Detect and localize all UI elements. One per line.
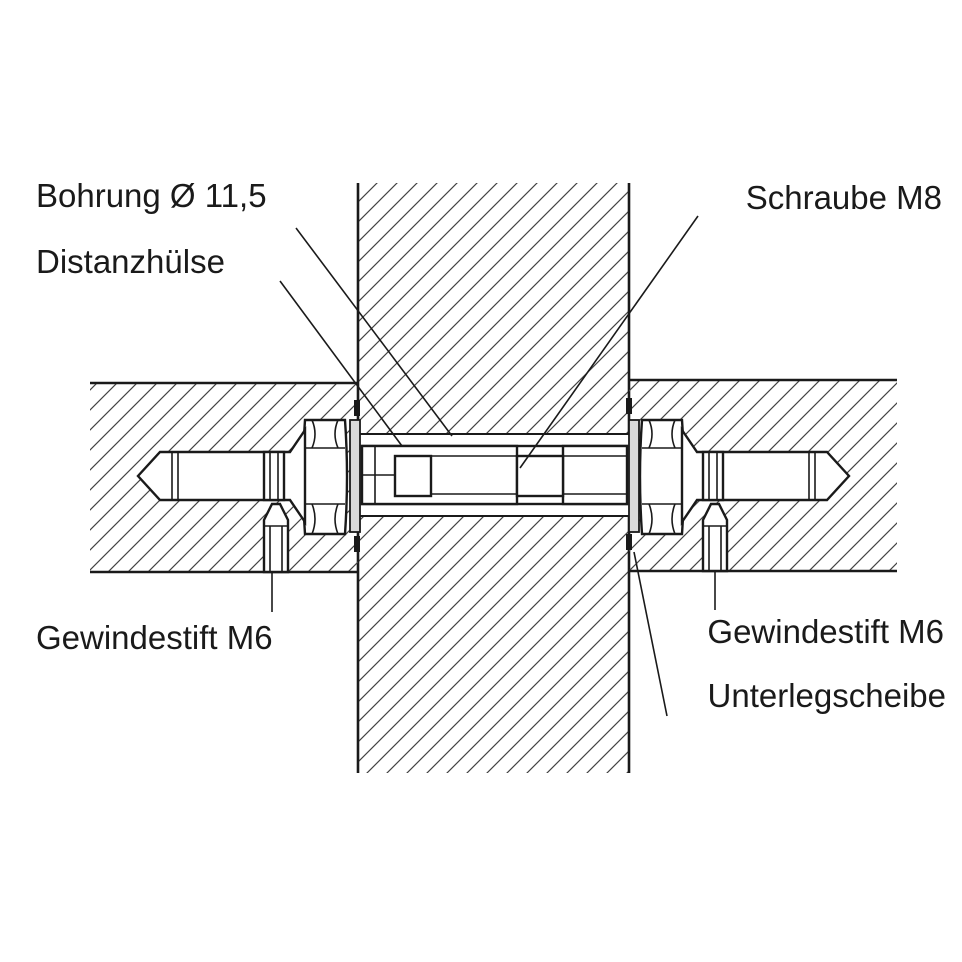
leader-lines [271, 215, 716, 717]
hex-nut-right [638, 418, 686, 536]
spacer-sleeve-right [561, 444, 629, 506]
label-bohrung: Bohrung Ø 11,5 [36, 177, 267, 214]
hex-nut-left [301, 418, 349, 536]
label-unterlegscheibe: Unterlegscheibe [708, 677, 946, 714]
bolt-left [136, 426, 307, 526]
spacer-sleeve-left [360, 444, 519, 506]
set-screw-right [701, 502, 729, 573]
set-screw-left [262, 502, 290, 574]
label-distanzhuelse: Distanzhülse [36, 243, 225, 280]
leader-distanzhuelse [279, 280, 403, 447]
leader-schraube [519, 215, 699, 469]
label-gewindestift-right: Gewindestift M6 [707, 613, 944, 650]
washer-left [349, 400, 361, 552]
leader-bohrung [295, 227, 453, 437]
label-schraube: Schraube M8 [746, 179, 942, 216]
bolt-right [680, 426, 851, 526]
label-gewindestift-left: Gewindestift M6 [36, 619, 273, 656]
leader-unterlegscheibe [633, 551, 668, 717]
